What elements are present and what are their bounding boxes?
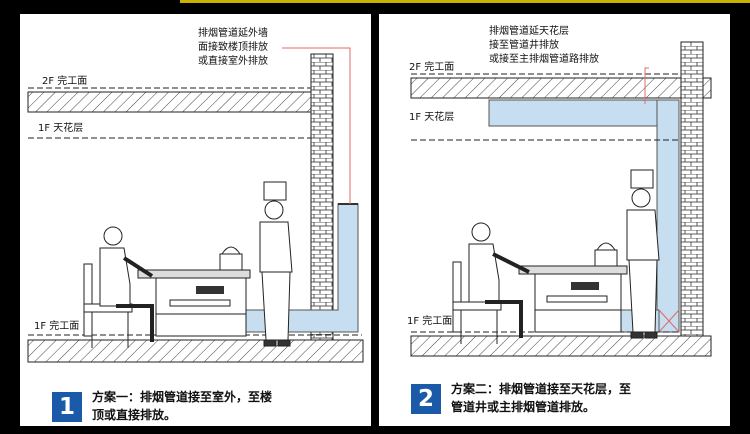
floor-1f-label: 1F 完工面 [34,319,79,332]
note-line-2: 面接致楼顶排放 [198,40,268,53]
standing-chef-figure [259,181,293,347]
note-line-1: 排烟管道延外墙 [198,26,268,39]
floor-2f-slab [27,91,332,113]
caption-line-1: 方案一：排烟管道接至室外，至楼 [92,390,273,404]
caption-line-2: 顶或直接排放。 [92,408,177,422]
seated-customer-figure [83,226,154,348]
teppanyaki-counter [137,246,251,337]
floor-2f-slab [410,77,712,99]
exterior-wall [680,41,704,343]
note-leader-line [282,47,351,204]
floor-1f-label: 1F 完工面 [407,314,452,327]
note-leader-line [644,67,649,104]
scheme-1-panel: 2F 完工面 1F 天花层 1F 完工面 排烟管道延外墙 面接致楼顶排放 或直接… [20,14,371,426]
exhaust-duct [233,203,359,333]
exterior-wall [310,53,334,351]
top-accent-line [180,0,750,3]
floor-2f-label: 2F 完工面 [42,74,87,87]
note-line-2: 接至管道井排放 [489,38,559,51]
scheme-caption: 方案二：排烟管道接至天花层，至 管道井或主排烟管道排放。 [451,380,631,416]
note-line-3: 或直接室外排放 [198,54,268,67]
vertical-duct [656,99,680,333]
floor-1f-slab [27,339,364,363]
scheme-2-panel: 2F 完工面 1F 天花层 1F 完工面 排烟管道延天花层 接至管道井排放 或接… [379,14,730,426]
note-line-3: 或接至主排烟管道路排放 [489,52,599,65]
scheme-2-diagram: 2F 完工面 1F 天花层 1F 完工面 排烟管道延天花层 接至管道井排放 或接… [407,24,712,357]
note-line-1: 排烟管道延天花层 [489,24,569,37]
scheme-number-badge: 1 [52,392,82,422]
ceiling-duct [488,99,658,127]
teppanyaki-counter [518,242,628,333]
floor-1f-slab [410,335,712,357]
floor-2f-label: 2F 完工面 [409,60,454,73]
standing-chef-figure [626,169,660,339]
caption-line-1: 方案二：排烟管道接至天花层，至 [451,382,632,396]
scheme-number-badge: 2 [411,384,441,414]
ceiling-1f-label: 1F 天花层 [38,121,83,134]
scheme-1-diagram: 2F 完工面 1F 天花层 1F 完工面 排烟管道延外墙 面接致楼顶排放 或直接… [27,26,364,363]
scheme-caption: 方案一：排烟管道接至室外，至楼 顶或直接排放。 [92,388,272,424]
caption-line-2: 管道井或主排烟管道排放。 [451,400,596,414]
seated-customer-figure [452,222,530,344]
ceiling-1f-label: 1F 天花层 [409,110,454,123]
duct-junction-mark-2 [658,309,680,333]
